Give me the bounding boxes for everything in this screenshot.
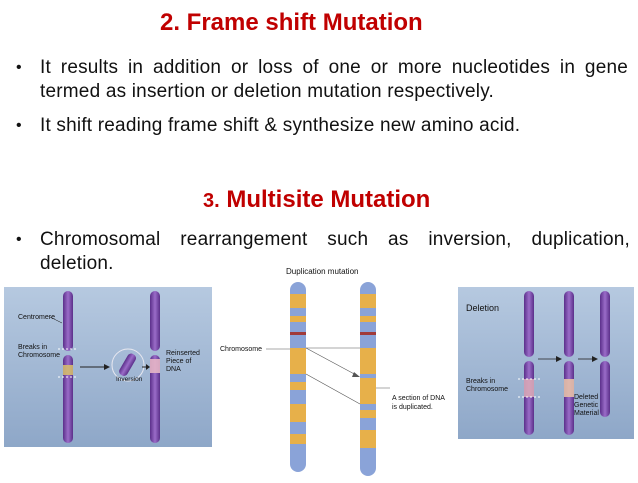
chromosome-original-top	[63, 291, 73, 351]
bullet-dot: •	[16, 117, 22, 134]
chromosome-original	[290, 282, 306, 472]
inverted-piece	[119, 353, 136, 376]
chromosome-duplicated	[360, 282, 376, 476]
deletion-diagram: Deletion Breaks in Chromosome Deleted Ge…	[458, 287, 634, 439]
label-inversion: Inversion	[116, 376, 143, 383]
bullet-dot: •	[16, 231, 22, 248]
bullet-frame-shift-1: • It results in addition or loss of one …	[16, 56, 628, 104]
label-centromere: Centromere	[18, 314, 55, 321]
label-deleted-line3: Material	[574, 410, 599, 417]
label-breaks-line2: Chromosome	[466, 386, 508, 393]
label-deleted-line1: Deleted	[574, 394, 598, 401]
bullet-text: It results in addition or loss of one or…	[40, 57, 628, 102]
bullet-text: Chromosomal rearrangement such as invers…	[40, 229, 630, 274]
chromosome-deleted-bottom	[600, 361, 610, 417]
label-reinserted-line1: Reinserted	[166, 350, 200, 357]
chromosome-middle-top	[564, 291, 574, 357]
label-duplication-title: Duplication mutation	[286, 267, 358, 276]
chromosome-original-bottom	[524, 361, 534, 435]
label-reinserted-line2: Piece of	[166, 358, 191, 365]
inversion-figure: Centromere Breaks in Chromosome Inversio…	[4, 287, 212, 447]
duplication-figure: Duplication mutation Chromosome A sectio…	[214, 264, 452, 478]
label-deleted-line2: Genetic	[574, 402, 599, 409]
label-deletion-title: Deletion	[466, 303, 499, 313]
label-section-line1: A section of DNA	[392, 395, 445, 402]
section-title-multisite: 3. Multisite Mutation	[203, 186, 430, 214]
label-breaks-line1: Breaks in	[18, 344, 47, 351]
chromosome-inverted-bottom	[150, 355, 160, 443]
label-section-line2: is duplicated.	[392, 404, 433, 411]
chromosome-deleted-top	[600, 291, 610, 357]
label-chromosome: Chromosome	[220, 346, 262, 353]
chromosome-original-top	[524, 291, 534, 357]
bullet-dot: •	[16, 59, 22, 76]
section-number: 3.	[203, 190, 220, 212]
chromosome-inverted-top	[150, 291, 160, 351]
section-title-frame-shift: 2. Frame shift Mutation	[160, 9, 423, 36]
deletion-figure: Deletion Breaks in Chromosome Deleted Ge…	[458, 287, 634, 439]
bullet-frame-shift-2: • It shift reading frame shift & synthes…	[16, 114, 630, 138]
bullet-multisite-1: • Chromosomal rearrangement such as inve…	[16, 228, 630, 276]
label-breaks-line1: Breaks in	[466, 378, 495, 385]
inversion-diagram: Centromere Breaks in Chromosome Inversio…	[4, 287, 212, 447]
label-breaks-line2: Chromosome	[18, 352, 60, 359]
duplication-diagram: Duplication mutation Chromosome A sectio…	[220, 267, 445, 476]
bullet-text: It shift reading frame shift & synthesiz…	[40, 115, 521, 136]
chromosome-middle-bottom	[564, 361, 574, 435]
section-title-text: Multisite Mutation	[226, 186, 431, 213]
label-reinserted-line3: DNA	[166, 366, 181, 373]
